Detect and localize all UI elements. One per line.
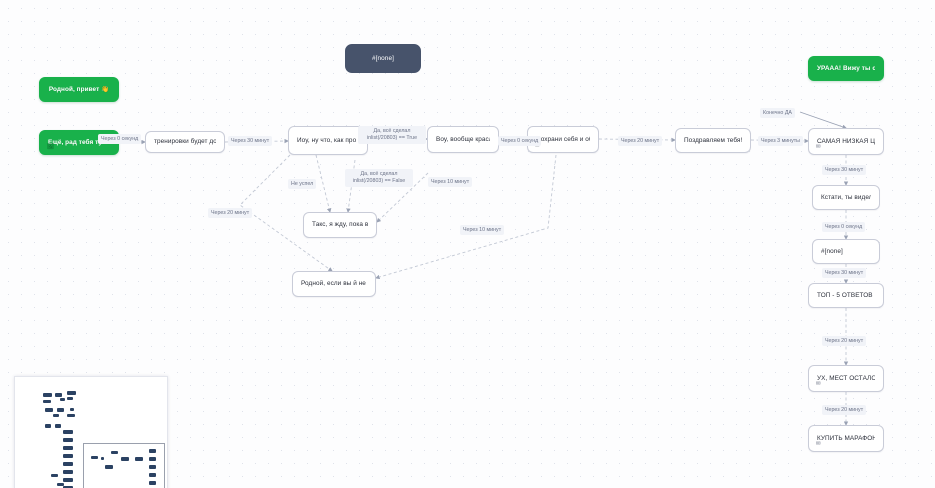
- minimap-node: [63, 478, 73, 482]
- minimap-node: [53, 414, 59, 417]
- flow-node-n_none_right[interactable]: #[none]: [812, 239, 880, 264]
- flow-node-n_hello[interactable]: Родной, привет 👋: [39, 77, 119, 102]
- minimap-node: [55, 393, 62, 397]
- edge-label-l_konechno: Конечно ДА: [760, 108, 795, 119]
- minimap-node: [45, 408, 53, 412]
- minimap-node: [67, 391, 76, 395]
- flow-node-label: ТОП - 5 ОТВЕТОВ ПРО: [817, 291, 875, 299]
- minimap-node: [70, 408, 74, 411]
- minimap-panel[interactable]: [14, 376, 168, 488]
- flow-node-label: Йоу, ну что, как про: [297, 136, 357, 144]
- flow-node-label: тренировки будет дос: [154, 138, 216, 145]
- flow-node-label: Сохрани себя и обнов: [536, 135, 590, 143]
- attachment-icon: ✉: [816, 381, 821, 387]
- flow-node-n_wow[interactable]: Воу, вообще красав: [427, 126, 499, 153]
- minimap-node: [63, 462, 73, 466]
- edge-label-l_3min: Через 3 минуты: [758, 136, 803, 147]
- flow-node-n_training[interactable]: тренировки будет дос: [145, 131, 225, 153]
- edge-label-l_true: Да, всё сделал inlist(/20803) == True: [358, 126, 426, 145]
- flow-node-label: Родной, если вы й не: [301, 280, 366, 287]
- flow-node-n_none_top[interactable]: #[none]: [345, 44, 421, 73]
- flow-node-n_buy_marathon[interactable]: КУПИТЬ МАРАФОН ЗА 57✉: [808, 425, 884, 452]
- edge-label-l_20min_d: Через 20 минут: [822, 405, 867, 416]
- flow-node-n_by_the_way[interactable]: Кстати, ты видел раз: [812, 185, 880, 210]
- edge-label-l_0sec_b: Через 0 секунд: [498, 136, 542, 147]
- flow-node-label: Кстати, ты видел раз: [821, 193, 871, 201]
- flow-node-n_top5[interactable]: ТОП - 5 ОТВЕТОВ ПРО: [808, 283, 884, 308]
- minimap-node: [111, 451, 118, 454]
- flow-node-label: #[none]: [821, 247, 843, 255]
- flow-node-label: #[none]: [372, 54, 394, 62]
- edge-label-l_0sec_c: Через 0 секунд: [822, 222, 866, 233]
- flow-node-label: Такс, я жду, пока вы: [312, 221, 368, 228]
- flow-node-n_waiting[interactable]: Такс, я жду, пока вы: [303, 212, 377, 238]
- flow-node-label: КУПИТЬ МАРАФОН ЗА 57: [817, 434, 875, 442]
- minimap-node: [43, 393, 52, 397]
- minimap-node: [67, 414, 75, 417]
- edge-label-l_20min_a: Через 20 минут: [208, 208, 253, 219]
- flow-node-label: САМАЯ НИЗКАЯ ЦЕНА НА: [817, 137, 875, 145]
- flow-node-n_places_left[interactable]: УХ, МЕСТ ОСТАЛОСЬ НЕ✉: [808, 365, 884, 392]
- minimap-node: [149, 457, 156, 461]
- flow-node-n_yo[interactable]: Йоу, ну что, как про: [288, 126, 368, 155]
- flow-node-n_if_not[interactable]: Родной, если вы й не: [292, 271, 376, 297]
- minimap-node: [149, 473, 156, 477]
- edge-label-l_nouspel: Не успел: [288, 179, 317, 190]
- edge-label-l_20min_c: Через 20 минут: [822, 336, 867, 347]
- minimap-node: [149, 449, 156, 453]
- minimap-node: [57, 483, 64, 486]
- minimap-node: [63, 438, 73, 442]
- flow-node-n_lowest_price[interactable]: САМАЯ НИЗКАЯ ЦЕНА НА✉: [808, 128, 884, 155]
- minimap-node: [63, 446, 73, 450]
- edge-label-l_10min_a: Через 10 минут: [428, 177, 473, 188]
- edge-label-l_false: Да, всё сделал inlist(/20803) == False: [345, 169, 413, 188]
- minimap-node: [105, 465, 113, 469]
- minimap-node: [63, 454, 73, 458]
- minimap-node: [43, 400, 51, 403]
- flow-node-label: Поздравляем тебя! Ты: [684, 136, 742, 144]
- flow-node-label: Ещё, рад тебя тут ви: [48, 138, 110, 146]
- attachment-icon: ✉: [816, 441, 821, 447]
- edge-label-l_30min_b: Через 30 минут: [822, 165, 867, 176]
- minimap-viewport[interactable]: [83, 443, 165, 488]
- attachment-icon: 🖼: [47, 144, 55, 150]
- minimap-node: [135, 457, 143, 461]
- edge-label-l_20min_b: Через 20 минут: [618, 136, 663, 147]
- minimap-node: [149, 465, 156, 469]
- minimap-node: [51, 474, 58, 477]
- minimap-node: [60, 398, 65, 401]
- edge-label-l_10min_b: Через 10 минут: [460, 225, 505, 236]
- edge-label-l_30min_a: Через 30 минут: [228, 136, 273, 147]
- minimap-node: [149, 481, 156, 485]
- minimap-node: [101, 457, 104, 460]
- minimap-node: [63, 470, 73, 474]
- flow-node-label: УРААА! Вижу ты с нам: [817, 64, 875, 72]
- flow-node-label: УХ, МЕСТ ОСТАЛОСЬ НЕ: [817, 374, 875, 382]
- minimap-node: [63, 486, 73, 488]
- attachment-icon: ✉: [816, 144, 821, 150]
- flow-node-label: Воу, вообще красав: [436, 135, 490, 143]
- flow-node-n_congrats[interactable]: Поздравляем тебя! Ты: [675, 128, 751, 153]
- minimap-node: [67, 397, 73, 400]
- minimap-node: [57, 408, 64, 412]
- minimap-node: [55, 424, 61, 428]
- minimap-node: [63, 430, 73, 434]
- minimap-node: [91, 456, 98, 459]
- minimap-node: [121, 457, 129, 461]
- flow-node-label: Родной, привет 👋: [48, 85, 110, 93]
- flow-node-n_hurray[interactable]: УРААА! Вижу ты с нам: [808, 56, 884, 81]
- edge-label-l_30min_c: Через 30 минут: [822, 268, 867, 279]
- edge-label-l_0sec_a: Через 0 секунд: [98, 134, 142, 145]
- minimap-node: [45, 424, 51, 428]
